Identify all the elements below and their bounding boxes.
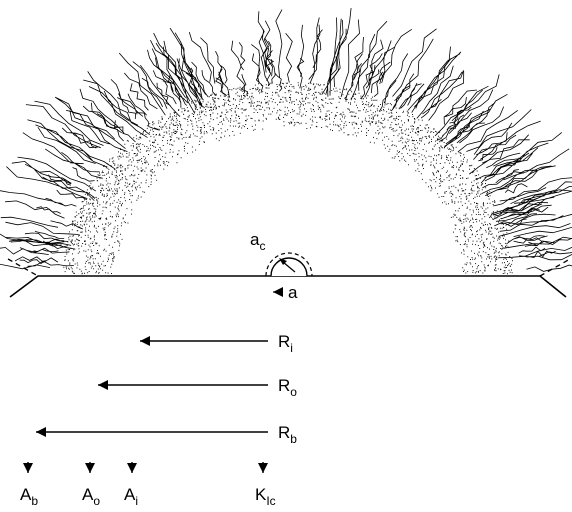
label-ac: ac xyxy=(250,230,265,253)
label-Ro: Ro xyxy=(278,376,297,399)
hackle-zone xyxy=(0,8,572,272)
flaw-origin xyxy=(265,252,313,277)
marker-KIc: KIc xyxy=(255,462,276,508)
arrow-Ri: Ri xyxy=(140,332,293,355)
marker-Ao: Ao xyxy=(82,462,100,508)
label-Ri: Ri xyxy=(278,332,293,355)
marker-Ai: Ai xyxy=(124,462,138,508)
hackle-streaks xyxy=(0,8,572,272)
specimen-left-dashed-edge xyxy=(7,258,39,277)
label-Rb: Rb xyxy=(278,423,297,446)
label-Ao: Ao xyxy=(82,485,100,508)
label-a: a xyxy=(288,283,298,302)
arrow-Ro: Ro xyxy=(98,376,297,399)
label-Ab: Ab xyxy=(20,485,38,508)
indicator-a: a xyxy=(273,283,298,302)
marker-Ab: Ab xyxy=(20,462,38,508)
mist-stipple xyxy=(63,82,513,275)
critical-flaw-boundary xyxy=(265,252,313,277)
mist-zone xyxy=(63,82,513,275)
arrow-Rb: Rb xyxy=(36,423,297,446)
label-Ai: Ai xyxy=(124,485,138,508)
flaw-radius-arrow xyxy=(282,261,296,273)
flaw-radius-arrowhead xyxy=(279,258,287,265)
label-KIc: KIc xyxy=(255,485,276,508)
specimen-right-dashed-edge xyxy=(539,258,571,277)
